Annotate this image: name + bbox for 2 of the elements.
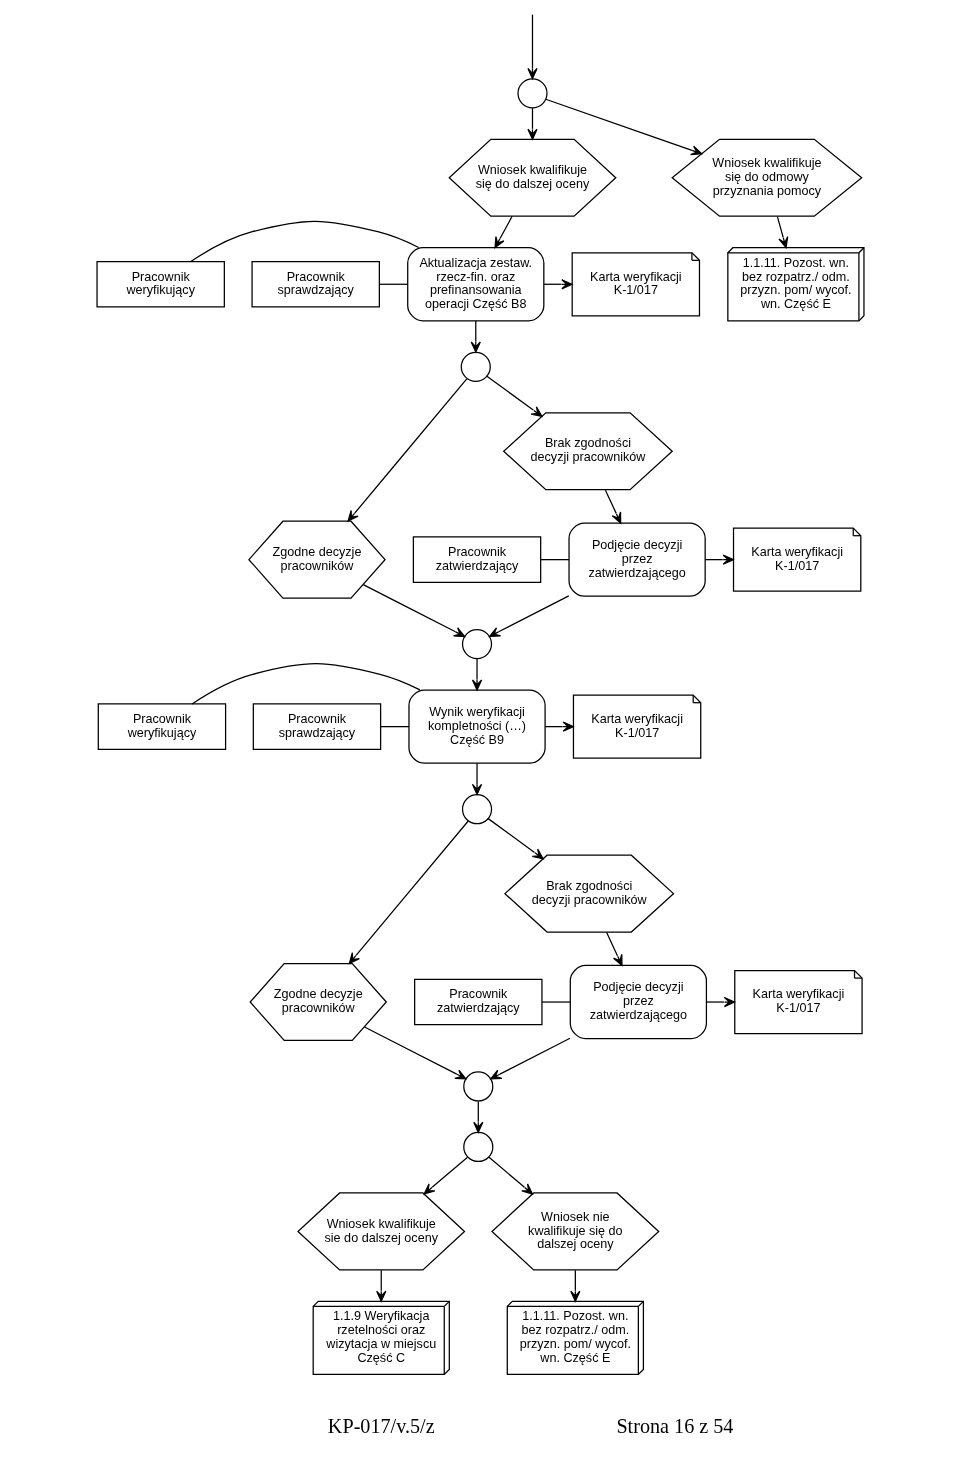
label: KP-017/v.5/z <box>327 1415 435 1438</box>
label: Strona 16 z 54 <box>615 1415 733 1438</box>
